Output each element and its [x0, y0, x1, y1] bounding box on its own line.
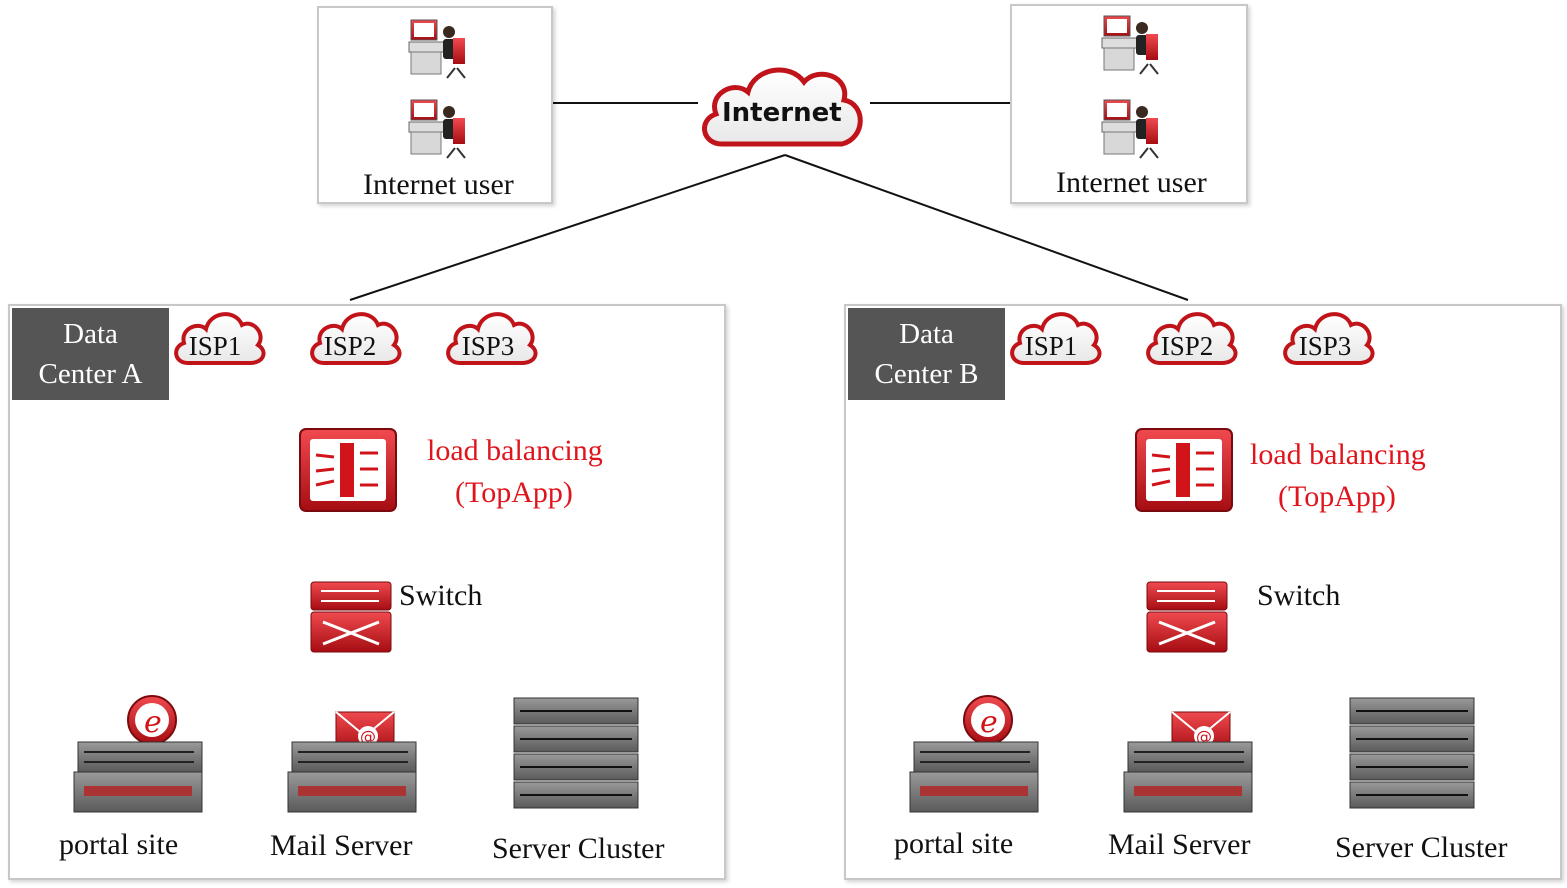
internet-user-label: Internet user	[1056, 166, 1207, 199]
isp2-label: ISP2	[1160, 331, 1214, 361]
isp3-label: ISP3	[461, 331, 515, 361]
internet-user-group-right: Internet user	[1010, 4, 1248, 204]
user-workstation-icon	[1101, 99, 1159, 159]
portal-site-label: portal site	[59, 828, 179, 861]
server-cluster-label: Server Cluster	[492, 832, 665, 865]
load-balancing-label: load balancing	[427, 434, 603, 467]
isp2-label: ISP2	[323, 331, 377, 361]
switch-icon	[1146, 581, 1228, 653]
data-center-b-tag: Data Center B	[848, 308, 1005, 400]
svg-text:e: e	[144, 705, 162, 740]
switch-icon	[310, 581, 392, 653]
isp3-label: ISP3	[1298, 331, 1352, 361]
cloud-icon	[174, 312, 266, 365]
server-cluster-icon	[513, 697, 639, 809]
topapp-label: (TopApp)	[1278, 480, 1396, 513]
internet-label: Internet	[722, 98, 842, 128]
data-center-a-title-line2: Center A	[38, 358, 143, 390]
load-balancer-icon	[1135, 428, 1233, 512]
svg-text:e: e	[980, 705, 998, 740]
load-balancer-icon	[299, 428, 397, 512]
portal-site-label: portal site	[894, 827, 1014, 860]
switch-label: Switch	[1257, 579, 1341, 612]
cloud-icon	[1010, 312, 1102, 365]
cloud-icon	[1146, 312, 1238, 365]
cloud-icon	[702, 67, 863, 147]
load-balancing-label: load balancing	[1250, 438, 1426, 471]
data-center-b-title-line2: Center B	[874, 358, 979, 390]
mail-server-icon: @	[1123, 711, 1253, 813]
topapp-label: (TopApp)	[455, 476, 573, 509]
internet-user-group-left: Internet user	[317, 6, 553, 204]
server-cluster-label: Server Cluster	[1335, 831, 1508, 864]
isp1-label: ISP1	[188, 331, 242, 361]
data-center-b-title-line1: Data	[899, 318, 954, 350]
web-server-icon: e	[909, 695, 1039, 813]
data-center-a-tag: Data Center A	[12, 308, 169, 400]
cloud-icon	[1283, 312, 1375, 365]
mail-server-label: Mail Server	[270, 829, 413, 862]
user-workstation-icon	[408, 19, 466, 79]
server-cluster-icon	[1349, 697, 1475, 809]
svg-text:@: @	[360, 727, 376, 746]
switch-label: Switch	[399, 579, 483, 612]
mail-server-icon: @	[287, 711, 417, 813]
isp1-label: ISP1	[1024, 331, 1078, 361]
mail-server-label: Mail Server	[1108, 828, 1251, 861]
user-workstation-icon	[1101, 15, 1159, 75]
cloud-icon	[310, 312, 402, 365]
user-workstation-icon	[408, 99, 466, 159]
svg-text:@: @	[1196, 727, 1212, 746]
web-server-icon: e	[73, 695, 203, 813]
cloud-icon	[446, 312, 538, 365]
internet-user-label: Internet user	[363, 168, 514, 201]
data-center-a-title-line1: Data	[63, 318, 118, 350]
